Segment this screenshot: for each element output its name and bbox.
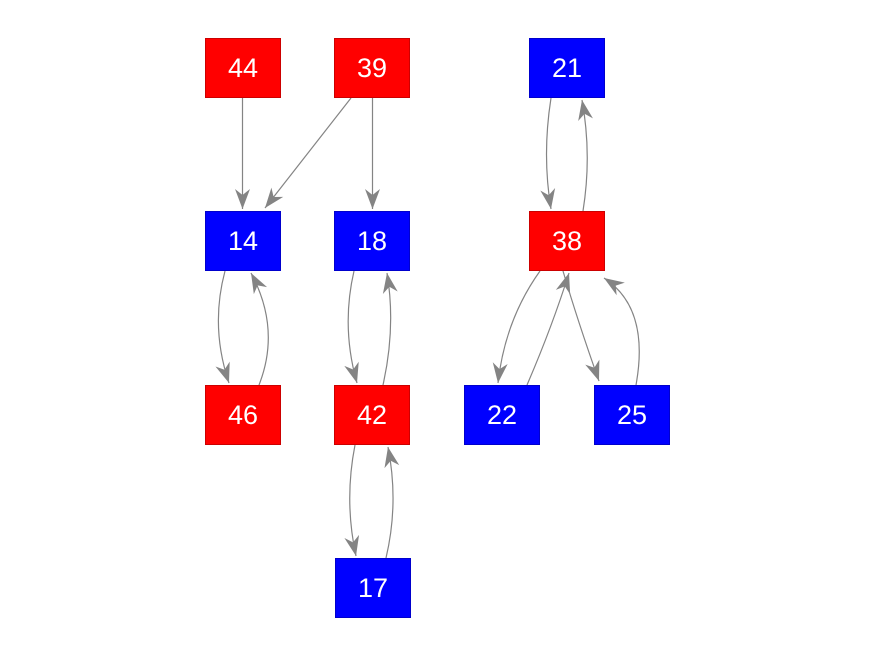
node-label: 46 xyxy=(227,399,259,430)
node-label: 25 xyxy=(616,399,648,430)
edge-group xyxy=(215,97,640,559)
node-39[interactable]: 39 xyxy=(334,38,410,98)
edge-14-46 xyxy=(215,270,230,384)
node-label: 17 xyxy=(357,572,389,603)
node-label: 38 xyxy=(551,225,583,256)
node-17[interactable]: 17 xyxy=(335,558,411,618)
node-label: 14 xyxy=(227,225,259,256)
node-21[interactable]: 21 xyxy=(529,38,605,98)
node-18[interactable]: 18 xyxy=(334,211,410,271)
edge-42-18 xyxy=(382,272,398,386)
edge-38-21 xyxy=(578,99,593,212)
node-label: 42 xyxy=(356,399,388,430)
node-38[interactable]: 38 xyxy=(529,211,605,271)
node-44[interactable]: 44 xyxy=(205,38,281,98)
edge-46-14 xyxy=(250,272,269,386)
edge-25-38 xyxy=(603,277,640,386)
node-label: 44 xyxy=(227,52,259,83)
node-label: 21 xyxy=(551,52,583,83)
edge-42-17 xyxy=(344,444,360,557)
node-14[interactable]: 14 xyxy=(205,211,281,271)
edge-22-38 xyxy=(526,272,571,386)
edge-17-42 xyxy=(384,446,400,559)
edge-18-42 xyxy=(344,270,359,384)
node-label: 39 xyxy=(356,52,388,83)
node-46[interactable]: 46 xyxy=(205,385,281,445)
edge-39-14 xyxy=(264,97,352,209)
node-42[interactable]: 42 xyxy=(334,385,410,445)
edge-38-25 xyxy=(562,270,600,382)
node-label: 18 xyxy=(356,225,388,256)
node-label: 22 xyxy=(486,399,518,430)
node-22[interactable]: 22 xyxy=(464,385,540,445)
node-25[interactable]: 25 xyxy=(594,385,670,445)
edge-21-38 xyxy=(540,97,556,210)
edge-38-22 xyxy=(492,270,541,384)
